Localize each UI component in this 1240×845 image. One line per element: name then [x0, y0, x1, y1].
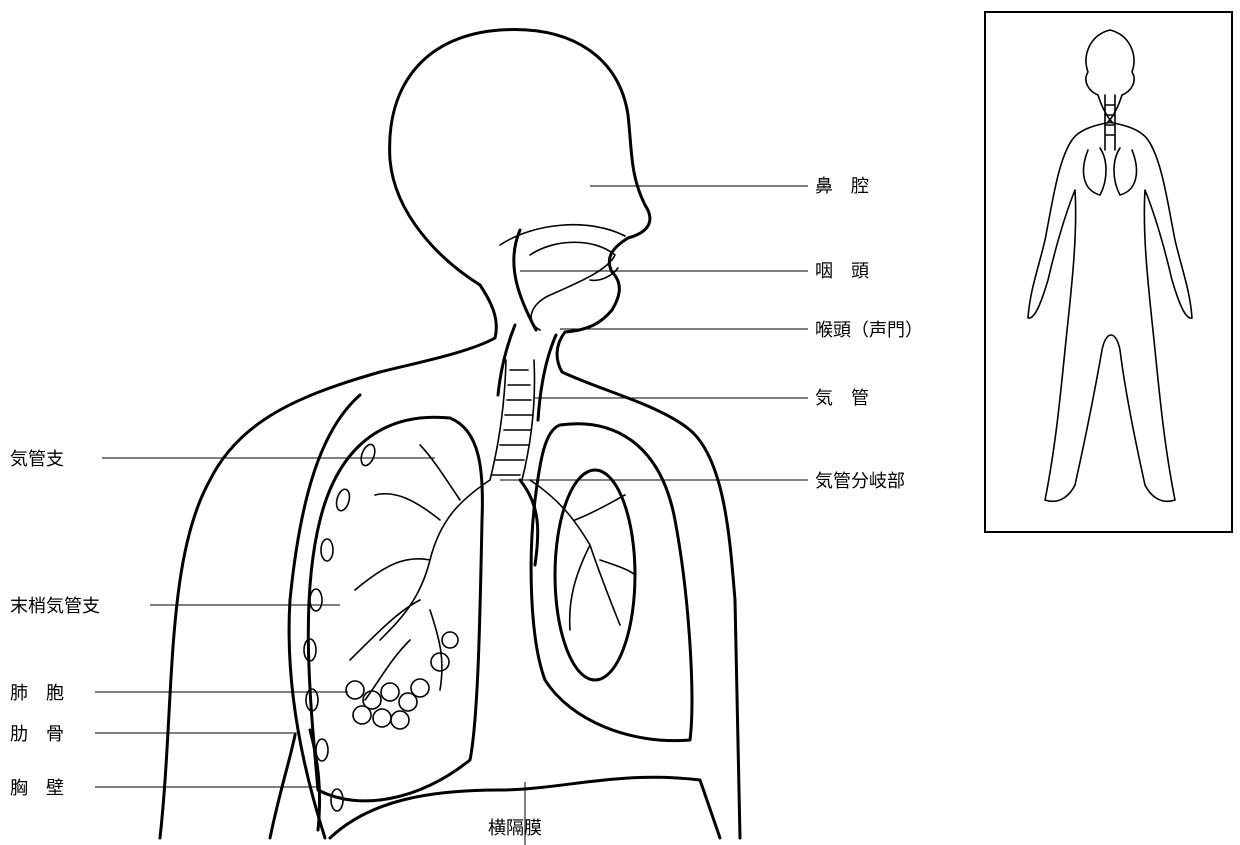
label-carina: 気管分岐部 — [815, 471, 905, 492]
chest-wall-ribs — [289, 395, 377, 838]
right-lung — [308, 417, 490, 801]
inset-frame — [985, 12, 1232, 532]
label-rib: 肋 骨 — [10, 724, 64, 745]
leader-lines — [95, 186, 808, 845]
inset-body-figure — [985, 12, 1232, 532]
label-peripheral-bronchus: 末梢気管支 — [10, 596, 100, 617]
label-nasal-cavity: 鼻 腔 — [815, 176, 869, 197]
label-chest-wall: 胸 壁 — [10, 778, 64, 799]
trachea — [490, 360, 535, 480]
label-larynx: 喉頭（声門） — [815, 320, 923, 341]
label-trachea: 気 管 — [815, 388, 869, 409]
label-bronchus: 気管支 — [10, 449, 64, 470]
left-lung — [520, 424, 692, 741]
label-pharynx: 咽 頭 — [815, 261, 869, 282]
label-alveoli: 肺 胞 — [10, 683, 64, 704]
body-outline — [160, 30, 740, 838]
label-diaphragm: 横隔膜 — [488, 818, 542, 839]
